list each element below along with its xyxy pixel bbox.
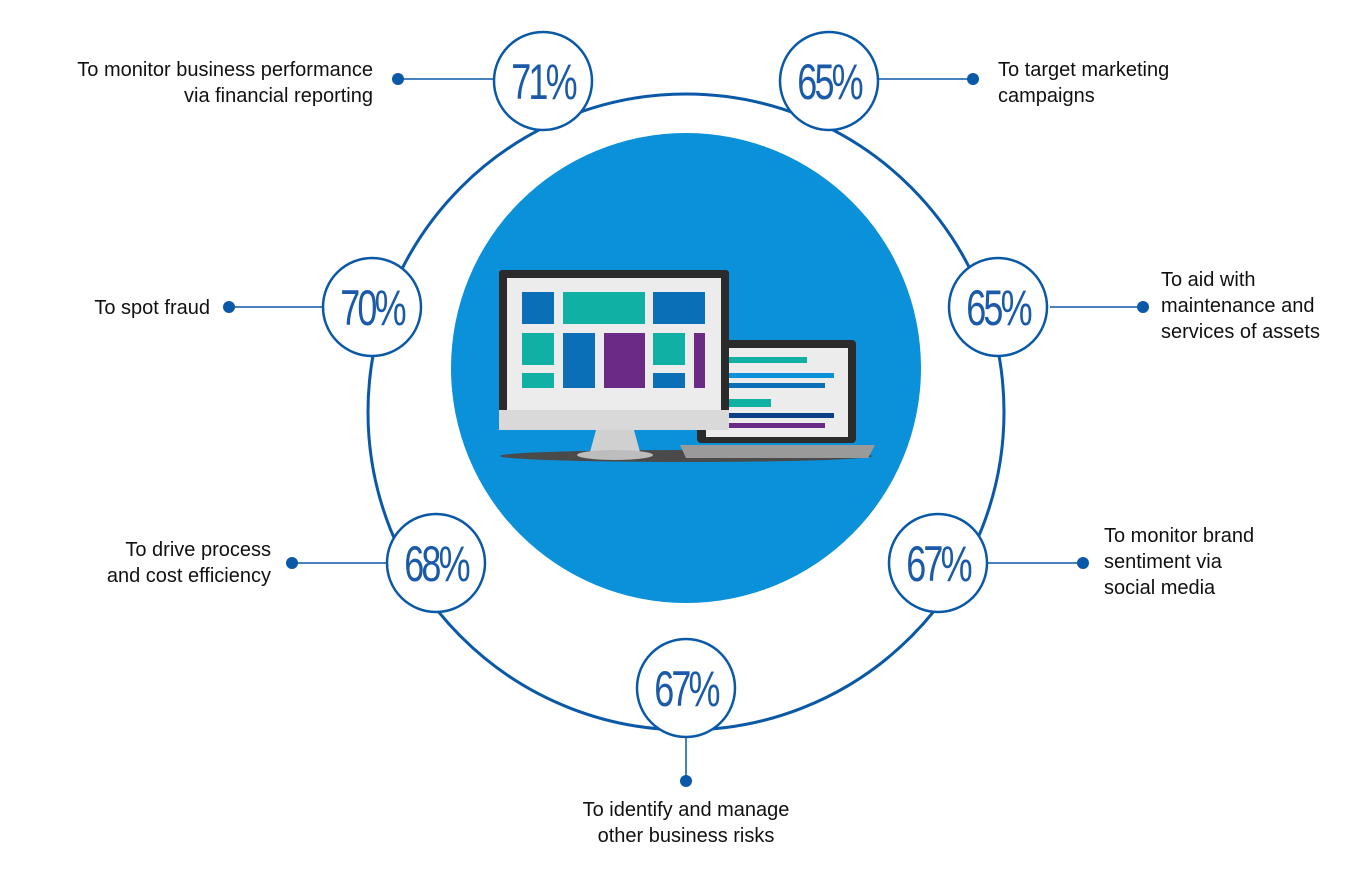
bubble-circle [887, 512, 989, 614]
bubble-circle [385, 512, 487, 614]
label-line: To monitor brand [1104, 525, 1255, 547]
stat-value-process-cost: 68% [404, 537, 470, 592]
stat-bubbles: 71% 65% 70% 65% 68% 67% 67% [321, 30, 1049, 739]
label-line: campaigns [998, 85, 1095, 107]
label-line: To spot fraud [94, 297, 210, 319]
bubble-circle [947, 256, 1049, 358]
stat-value-financial-reporting: 71% [511, 55, 577, 110]
stat-value-maintenance-assets: 65% [966, 281, 1032, 336]
label-line: maintenance and [1161, 295, 1315, 317]
label-line: other business risks [597, 825, 775, 847]
label-line: To aid with [1161, 269, 1256, 291]
marker-dot-process-cost [286, 557, 298, 569]
label-financial-reporting: To monitor business performance via fina… [77, 57, 373, 109]
marker-dot-financial-reporting [392, 73, 404, 85]
label-process-cost: To drive process and cost efficiency [107, 537, 271, 589]
label-line: To drive process [125, 539, 271, 561]
connector-lines [223, 73, 1149, 787]
label-line: To monitor business performance [77, 59, 373, 81]
marker-dot-brand-sentiment [1077, 557, 1089, 569]
stat-value-target-marketing: 65% [797, 55, 863, 110]
label-target-marketing: To target marketing campaigns [998, 57, 1169, 109]
label-line: To identify and manage [582, 799, 790, 821]
stat-bubble-business-risks: 67% [635, 637, 737, 739]
marker-dot-business-risks [680, 775, 692, 787]
marker-dot-target-marketing [967, 73, 979, 85]
marker-dot-maintenance-assets [1137, 301, 1149, 313]
label-line: social media [1104, 577, 1216, 599]
marker-dot-spot-fraud [223, 301, 235, 313]
label-line: services of assets [1161, 321, 1320, 343]
bubble-circle [635, 637, 737, 739]
stat-value-brand-sentiment: 67% [906, 537, 972, 592]
stat-bubble-spot-fraud: 70% [321, 256, 423, 358]
label-spot-fraud: To spot fraud [94, 295, 210, 321]
label-line: To target marketing [998, 59, 1170, 81]
stat-value-business-risks: 67% [654, 662, 720, 717]
label-maintenance-assets: To aid with maintenance and services of … [1161, 267, 1320, 345]
monitor-and-laptop-dashboard-icon [499, 270, 875, 462]
label-line: and cost efficiency [106, 565, 271, 587]
stat-bubble-brand-sentiment: 67% [887, 512, 989, 614]
stat-bubble-financial-reporting: 71% [492, 30, 594, 132]
label-brand-sentiment: To monitor brand sentiment via social me… [1104, 523, 1254, 601]
stat-bubble-target-marketing: 65% [778, 30, 880, 132]
stat-value-spot-fraud: 70% [340, 281, 406, 336]
label-line: sentiment via [1104, 551, 1222, 573]
stat-bubble-process-cost: 68% [385, 512, 487, 614]
label-business-risks: To identify and manage other business ri… [536, 797, 836, 849]
bubble-circle [321, 256, 423, 358]
bubble-circle [492, 30, 594, 132]
stat-bubble-maintenance-assets: 65% [947, 256, 1049, 358]
label-line: via financial reporting [184, 85, 373, 107]
bubble-circle [778, 30, 880, 132]
